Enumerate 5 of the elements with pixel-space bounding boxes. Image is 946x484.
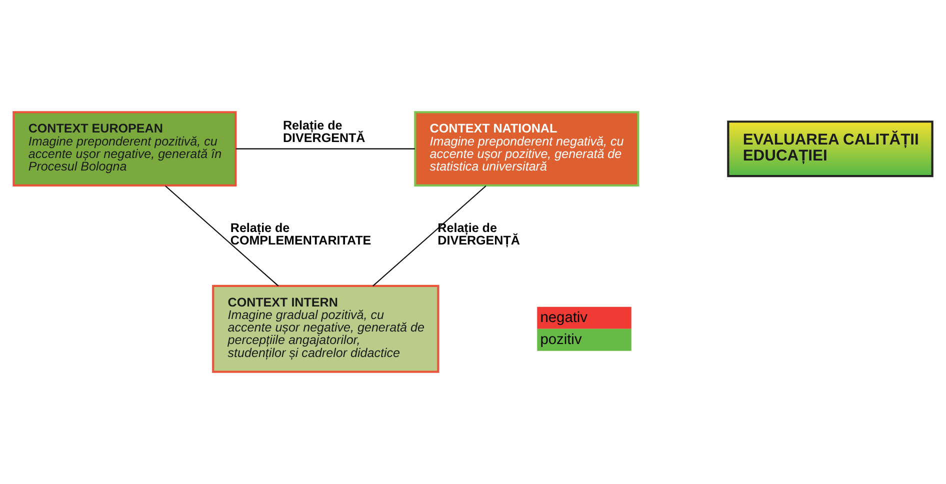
- edge-label: Relație de COMPLEMENTARITATE: [230, 221, 372, 248]
- legend-label: negativ: [540, 310, 588, 326]
- edge-label: Relație de DIVERGENTĂ: [282, 118, 366, 146]
- edge-label: Relație de DIVERGENȚĂ: [438, 221, 520, 248]
- legend-label: pozitiv: [540, 332, 582, 348]
